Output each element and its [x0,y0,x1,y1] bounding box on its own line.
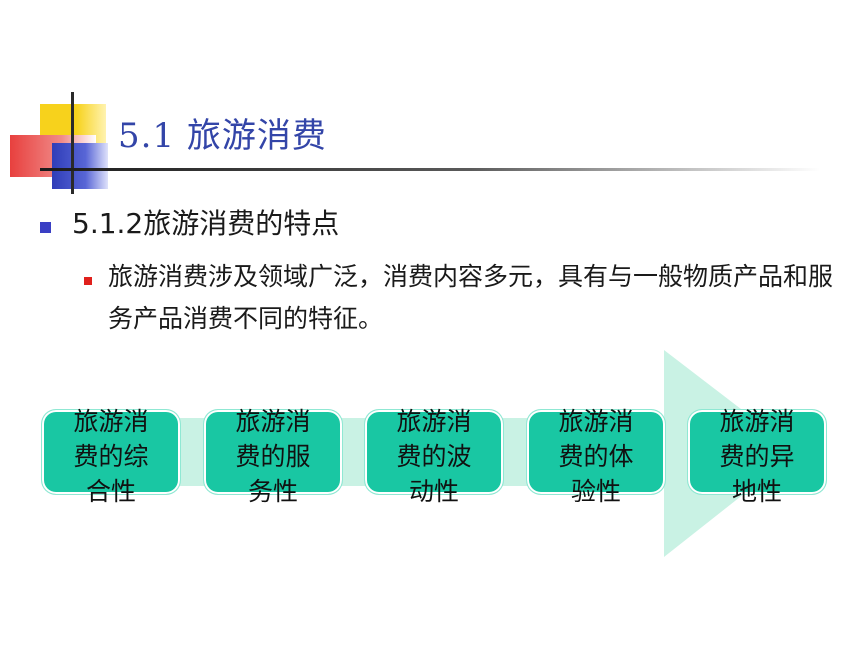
process-line: 费的服 [235,442,311,471]
slide-title: 5.1 旅游消费 [118,116,327,156]
process-line: 地性 [731,477,782,506]
process-box-2: 旅游消 费的服 务性 [204,407,342,506]
process-line: 合性 [85,477,136,506]
process-line: 旅游消 [235,407,311,436]
process-box-text: 旅游消 费的综 合性 [42,404,180,509]
decor-blue-square [52,143,108,189]
process-line: 旅游消 [719,407,795,436]
process-line: 务性 [247,477,298,506]
process-line: 验性 [570,477,621,506]
square-bullet-icon [40,222,51,233]
process-box-3: 旅游消 费的波 动性 [365,407,503,506]
process-box-1: 旅游消 费的综 合性 [42,407,180,506]
process-box-text: 旅游消 费的服 务性 [204,404,342,509]
process-line: 费的异 [719,442,795,471]
process-line: 费的体 [558,442,634,471]
process-box-text: 旅游消 费的体 验性 [527,404,665,509]
decor-vertical-line [71,92,74,194]
square-bullet-icon [84,277,92,285]
section-body: 旅游消费涉及领域广泛，消费内容多元，具有与一般物质产品和服务产品消费不同的特征。 [108,262,834,333]
process-box-text: 旅游消 费的波 动性 [365,404,503,509]
process-line: 动性 [408,477,459,506]
process-box-5: 旅游消 费的异 地性 [688,407,826,506]
process-line: 旅游消 [73,407,149,436]
process-box-text: 旅游消 费的异 地性 [688,404,826,509]
process-line: 费的波 [396,442,472,471]
title-underline [40,168,820,171]
process-line: 旅游消 [396,407,472,436]
process-box-4: 旅游消 费的体 验性 [527,407,665,506]
process-line: 旅游消 [558,407,634,436]
section-heading: 5.1.2旅游消费的特点 [72,207,340,240]
process-line: 费的综 [73,442,149,471]
